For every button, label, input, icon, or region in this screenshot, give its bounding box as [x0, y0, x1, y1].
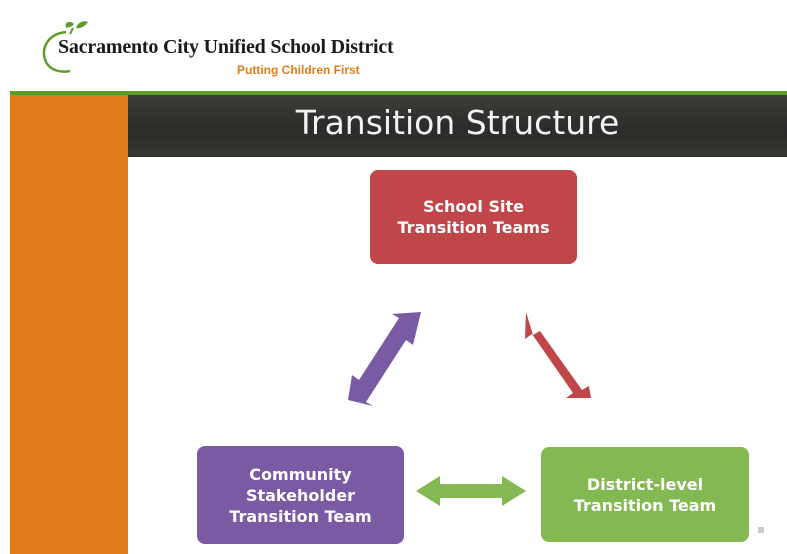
green-double-arrow [416, 476, 526, 506]
header: Sacramento City Unified School District … [0, 0, 787, 90]
apple-swoosh-logo-icon [42, 21, 88, 73]
slide-number-marker [758, 527, 764, 533]
node-label-line: Transition Team [229, 506, 372, 526]
slide-title: Transition Structure [295, 103, 620, 142]
red-double-arrow [525, 312, 591, 398]
node-label-line: School Site [423, 197, 524, 216]
node-label-line: Transition Teams [397, 218, 550, 237]
organization-name: Sacramento City Unified School District [58, 36, 394, 58]
node-community-stakeholder-transition-team: Community Stakeholder Transition Team [197, 446, 404, 544]
header-divider [10, 91, 787, 95]
node-label-line: Stakeholder [245, 485, 356, 505]
node-label-line: Community [249, 464, 352, 484]
purple-double-arrow [348, 312, 421, 406]
node-label-line: Transition Team [573, 495, 717, 515]
organization-tagline: Putting Children First [237, 63, 360, 77]
node-school-site-transition-teams: School Site Transition Teams [370, 170, 577, 264]
node-label-line: District-level [586, 474, 704, 494]
title-bar: Transition Structure [128, 95, 787, 157]
side-accent-band [10, 95, 128, 554]
node-district-level-transition-team: District-level Transition Team [541, 447, 749, 542]
